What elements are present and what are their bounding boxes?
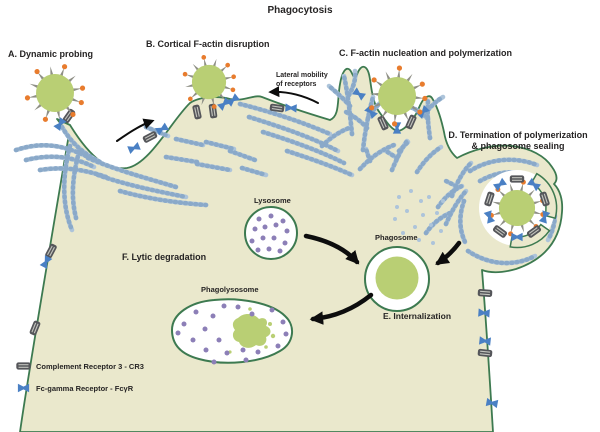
legend-row-cr3: Complement Receptor 3 - CR3 [15, 361, 144, 371]
page-title: Phagocytosis [267, 5, 333, 16]
arrow-a-to-b [116, 118, 155, 142]
stage-d-phagosome-sealing [479, 170, 558, 249]
stage-b-label: B. Cortical F-actin disruption [146, 39, 270, 49]
phagosome-label: Phagosome [375, 233, 418, 242]
lateral-mobility-note: Lateral mobility of receptors [276, 72, 328, 89]
cr3-receptor-icon [15, 361, 32, 371]
legend-cr3-label: Complement Receptor 3 - CR3 [36, 361, 144, 371]
legend-fcgr-label: Fc-gamma Receptor - FcγR [36, 383, 134, 393]
actin-specks [393, 189, 445, 245]
arrow-lysosome-to-phagosome [303, 233, 360, 265]
lysosome-label: Lysosome [254, 196, 291, 205]
stage-a-label: A. Dynamic probing [8, 49, 94, 59]
stage-d-label: D. Termination of polymerization & phago… [448, 130, 588, 151]
stage-c-label: C. F-actin nucleation and polymerization [339, 48, 513, 58]
phagolysosome-label: Phagolysosome [201, 285, 259, 294]
phagosome [364, 246, 430, 312]
lysosome [244, 206, 298, 260]
fcgr-receptor-icon [17, 383, 30, 393]
particle-stage-a [19, 55, 95, 133]
degraded-particle [232, 313, 271, 348]
arrow-lateral-mobility [268, 86, 319, 104]
legend-row-fcgr: Fc-gamma Receptor - FcγR [15, 383, 133, 393]
stage-e-label: E. Internalization [383, 311, 452, 321]
stage-f-label: F. Lytic degradation [122, 252, 207, 262]
arrow-phagosome-to-phagolysosome [309, 292, 374, 325]
phagolysosome [170, 298, 293, 365]
arrows [116, 86, 462, 325]
arrow-d-to-phagosome [435, 240, 462, 266]
